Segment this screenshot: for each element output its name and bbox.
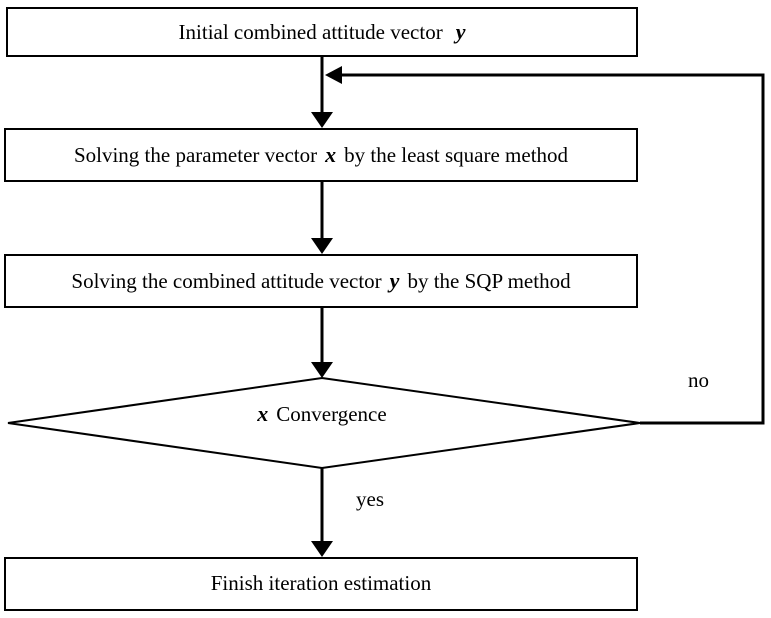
arrowhead-down-sqp bbox=[311, 238, 333, 254]
arrowhead-down-leastsquare bbox=[311, 112, 333, 128]
label-text: Initial combined attitude vector bbox=[178, 19, 443, 44]
node-sqp-label: Solving the combined attitude vector y b… bbox=[71, 268, 570, 294]
node-initial-attitude-vector: Initial combined attitude vector y bbox=[6, 7, 638, 57]
node-initial-label: Initial combined attitude vector y bbox=[179, 19, 466, 45]
label-text: Solving the parameter vector bbox=[73, 142, 318, 167]
node-decision-convergence: x Convergence bbox=[2, 401, 642, 427]
label-text: by the SQP method bbox=[407, 268, 571, 293]
node-decision-label: x Convergence bbox=[257, 401, 386, 427]
node-finish-label: Finish iteration estimation bbox=[211, 571, 431, 596]
math-var-y: y bbox=[389, 267, 400, 293]
arrowhead-down-finish bbox=[311, 541, 333, 557]
node-least-square-method: Solving the parameter vector x by the le… bbox=[4, 128, 638, 182]
node-sqp-method: Solving the combined attitude vector y b… bbox=[4, 254, 638, 308]
arrowhead-down-decision bbox=[311, 362, 333, 378]
feedback-loop-line bbox=[342, 73, 765, 425]
label-text: Solving the combined attitude vector bbox=[71, 268, 382, 293]
math-var-y: y bbox=[455, 18, 466, 44]
math-var-x: x bbox=[325, 141, 337, 167]
decision-diamond-shape bbox=[7, 376, 641, 470]
label-text: by the least square method bbox=[344, 142, 569, 167]
math-var-x: x bbox=[257, 401, 269, 426]
edge-label-no: no bbox=[688, 368, 709, 392]
arrowhead-left-feedback bbox=[325, 66, 342, 84]
edge-label-yes: yes bbox=[356, 487, 384, 511]
node-least-square-label: Solving the parameter vector x by the le… bbox=[74, 142, 568, 168]
node-finish-iteration: Finish iteration estimation bbox=[4, 557, 638, 611]
label-text: Finish iteration estimation bbox=[210, 571, 432, 596]
label-text: Convergence bbox=[276, 402, 387, 426]
